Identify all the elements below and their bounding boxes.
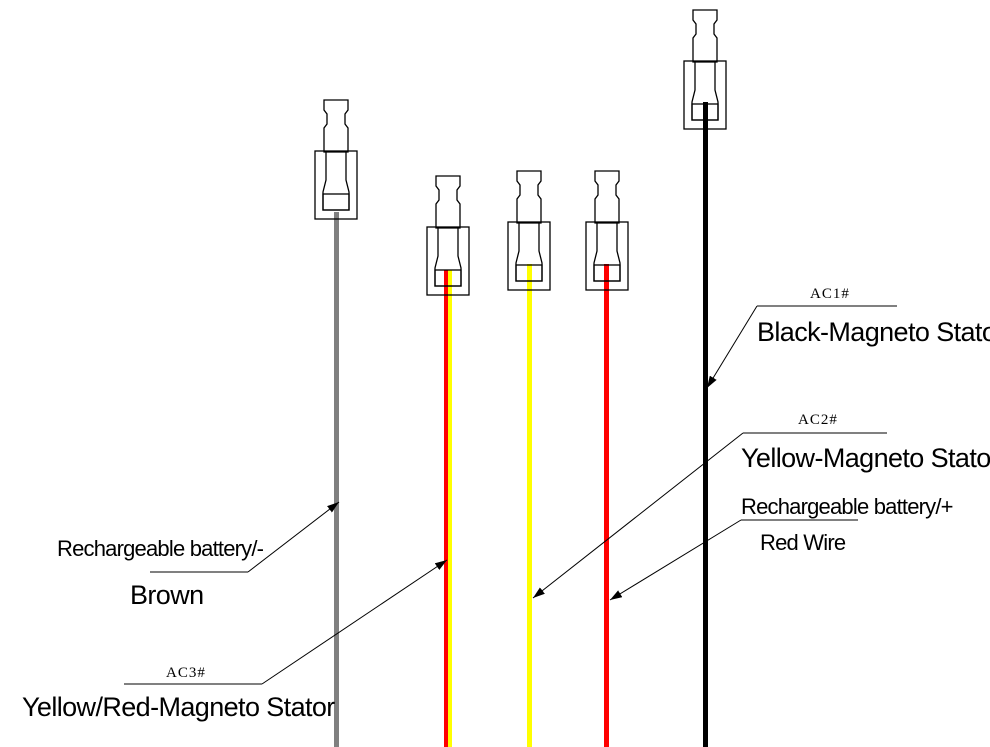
wire-red bbox=[604, 264, 609, 747]
wire-yellow-red-red bbox=[444, 270, 448, 747]
label-battery-plus: Rechargeable battery/+ Red Wire bbox=[609, 494, 954, 601]
battery-plus-leader-arrow bbox=[609, 519, 742, 601]
terminal-blade bbox=[692, 9, 718, 63]
terminal-yellow bbox=[507, 170, 551, 291]
ac3-code: AC3# bbox=[166, 665, 206, 681]
terminal-yellow-red bbox=[426, 175, 470, 296]
terminal-housing bbox=[507, 221, 551, 291]
terminal-crimp-band bbox=[593, 264, 621, 282]
battery-plus-line2: Red Wire bbox=[760, 530, 846, 555]
terminal-crimp-band bbox=[515, 264, 543, 282]
label-battery-minus: Rechargeable battery/- Brown bbox=[57, 501, 340, 610]
ac1-leader-arrow bbox=[706, 305, 758, 389]
terminal-blade bbox=[435, 175, 461, 229]
ac1-code: AC1# bbox=[810, 286, 850, 302]
label-ac1: AC1# Black-Magneto Stator bbox=[706, 286, 990, 389]
terminal-black bbox=[683, 9, 727, 130]
terminal-red bbox=[585, 170, 629, 291]
wire-yellow-red-yellow bbox=[448, 270, 452, 747]
wire-black bbox=[703, 102, 708, 747]
wire-brown bbox=[334, 212, 339, 747]
terminal-housing bbox=[314, 150, 358, 220]
terminal-crimp bbox=[322, 152, 350, 211]
label-ac3: AC3# Yellow/Red-Magneto Stator bbox=[22, 559, 448, 722]
ac1-text: Black-Magneto Stator bbox=[757, 317, 990, 347]
terminal-brown bbox=[314, 99, 358, 220]
terminal-blade bbox=[516, 170, 542, 224]
terminal-housing bbox=[585, 221, 629, 291]
battery-plus-line1: Rechargeable battery/+ bbox=[741, 494, 953, 519]
battery-minus-leader-arrow bbox=[247, 501, 340, 573]
terminal-crimp-band bbox=[691, 103, 719, 121]
ac2-text: Yellow-Magneto Stator bbox=[741, 443, 990, 473]
ac2-leader-arrow bbox=[532, 432, 744, 599]
ac2-code: AC2# bbox=[798, 412, 838, 428]
ac3-text: Yellow/Red-Magneto Stator bbox=[22, 692, 335, 722]
ac3-leader-arrow bbox=[261, 559, 448, 685]
terminal-housing bbox=[426, 226, 470, 296]
wire-yellow bbox=[527, 264, 532, 747]
label-ac2: AC2# Yellow-Magneto Stator bbox=[532, 412, 990, 599]
terminal-housing bbox=[683, 60, 727, 130]
battery-minus-line2: Brown bbox=[130, 580, 204, 610]
battery-minus-line1: Rechargeable battery/- bbox=[57, 536, 264, 561]
terminal-blade bbox=[323, 99, 349, 153]
terminal-blade bbox=[594, 170, 620, 224]
terminal-crimp-band bbox=[322, 193, 350, 211]
wires bbox=[334, 102, 708, 747]
terminals bbox=[314, 9, 727, 296]
terminal-crimp-band bbox=[434, 269, 462, 287]
